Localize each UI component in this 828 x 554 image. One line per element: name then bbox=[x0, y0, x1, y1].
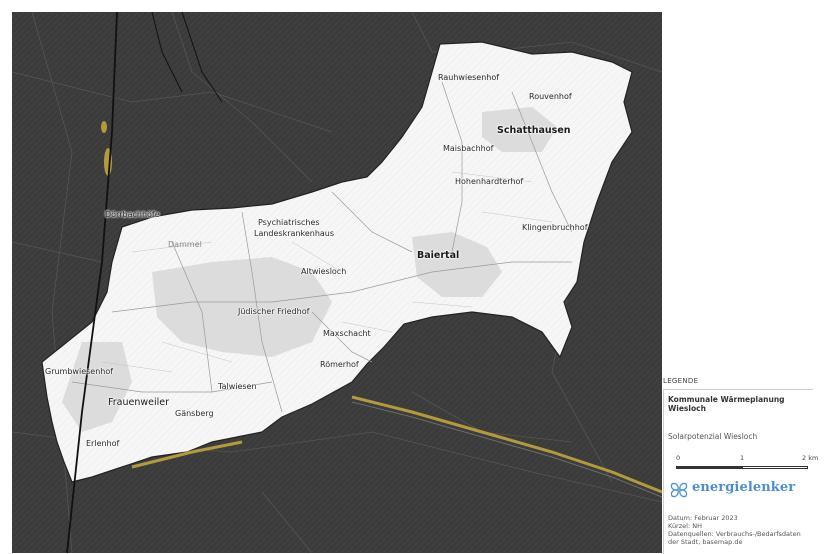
highway-band bbox=[351, 395, 663, 494]
legend-panel: Kommunale Wärmeplanung Wiesloch Solarpot… bbox=[663, 389, 818, 554]
place-erlenhof: Erlenhof bbox=[86, 439, 120, 448]
place-baiertal: Baiertal bbox=[417, 250, 460, 261]
legend-heading: LEGENDE bbox=[663, 377, 699, 385]
place-dammel: Dammel bbox=[168, 240, 202, 249]
meta-initials: Kürzel: NH bbox=[668, 522, 702, 530]
scale-label-0: 0 bbox=[676, 454, 681, 462]
place-doerrbachhoefe: Dörrbachhöfe bbox=[105, 210, 160, 219]
railway-line bbox=[66, 11, 118, 554]
legend-subtitle: Solarpotenzial Wiesloch bbox=[668, 432, 758, 441]
place-rauhwiesenhof: Rauhwiesenhof bbox=[438, 73, 500, 82]
place-rouvenhof: Rouvenhof bbox=[529, 92, 572, 101]
minor-roads bbox=[101, 171, 553, 373]
place-psychiatrisches: Psychiatrisches bbox=[258, 218, 320, 227]
logo-mark-icon bbox=[670, 482, 688, 498]
place-maxschacht: Maxschacht bbox=[323, 329, 371, 338]
urban-areas bbox=[62, 107, 557, 432]
rail-band bbox=[131, 440, 243, 469]
place-schatthausen: Schatthausen bbox=[497, 125, 571, 136]
map-view[interactable]: Rauhwiesenhof Rouvenhof Schatthausen Mai… bbox=[11, 11, 663, 554]
place-altwiesloch: Altwiesloch bbox=[301, 267, 347, 276]
scale-label-1: 1 bbox=[740, 454, 745, 462]
place-roemerhof: Römerhof bbox=[320, 360, 359, 369]
place-gaensberg: Gänsberg bbox=[175, 409, 214, 418]
place-frauenweiler: Frauenweiler bbox=[108, 397, 170, 408]
logo-text: energielenker bbox=[692, 480, 796, 495]
scale-label-2: 2 km bbox=[802, 454, 819, 462]
meta-date: Datum: Februar 2023 bbox=[668, 514, 738, 522]
scale-segment-dark bbox=[676, 466, 742, 469]
place-landeskrankenhaus: Landeskrankenhaus bbox=[254, 229, 335, 238]
meta-sources: Datenquellen: Verbrauchs-/Bedarfsdaten bbox=[668, 530, 801, 538]
place-hohenhardterhof: Hohenhardterhof bbox=[455, 177, 524, 186]
municipality-area bbox=[41, 41, 633, 483]
place-talwiesen: Talwiesen bbox=[218, 382, 257, 391]
scale-segment-light bbox=[742, 466, 808, 469]
legend-title-line1: Kommunale Wärmeplanung bbox=[668, 395, 785, 404]
legend-title: Kommunale Wärmeplanung Wiesloch bbox=[668, 395, 813, 413]
legend-title-line2: Wiesloch bbox=[668, 404, 706, 413]
map-canvas bbox=[11, 11, 663, 554]
place-juedischer-friedhof: Jüdischer Friedhof bbox=[238, 307, 310, 316]
place-klingenbruchhof: Klingenbruchhof bbox=[522, 223, 588, 232]
place-grumbwiesenhof: Grumbwiesenhof bbox=[45, 367, 114, 376]
scale-bar: 0 1 2 km bbox=[668, 454, 828, 470]
place-maisbachhof: Maisbachhof bbox=[443, 144, 494, 153]
inner-roads bbox=[71, 81, 573, 413]
meta-sources-cont: der Stadt, basemap.de bbox=[668, 538, 743, 546]
energielenker-logo: energielenker bbox=[670, 480, 810, 498]
